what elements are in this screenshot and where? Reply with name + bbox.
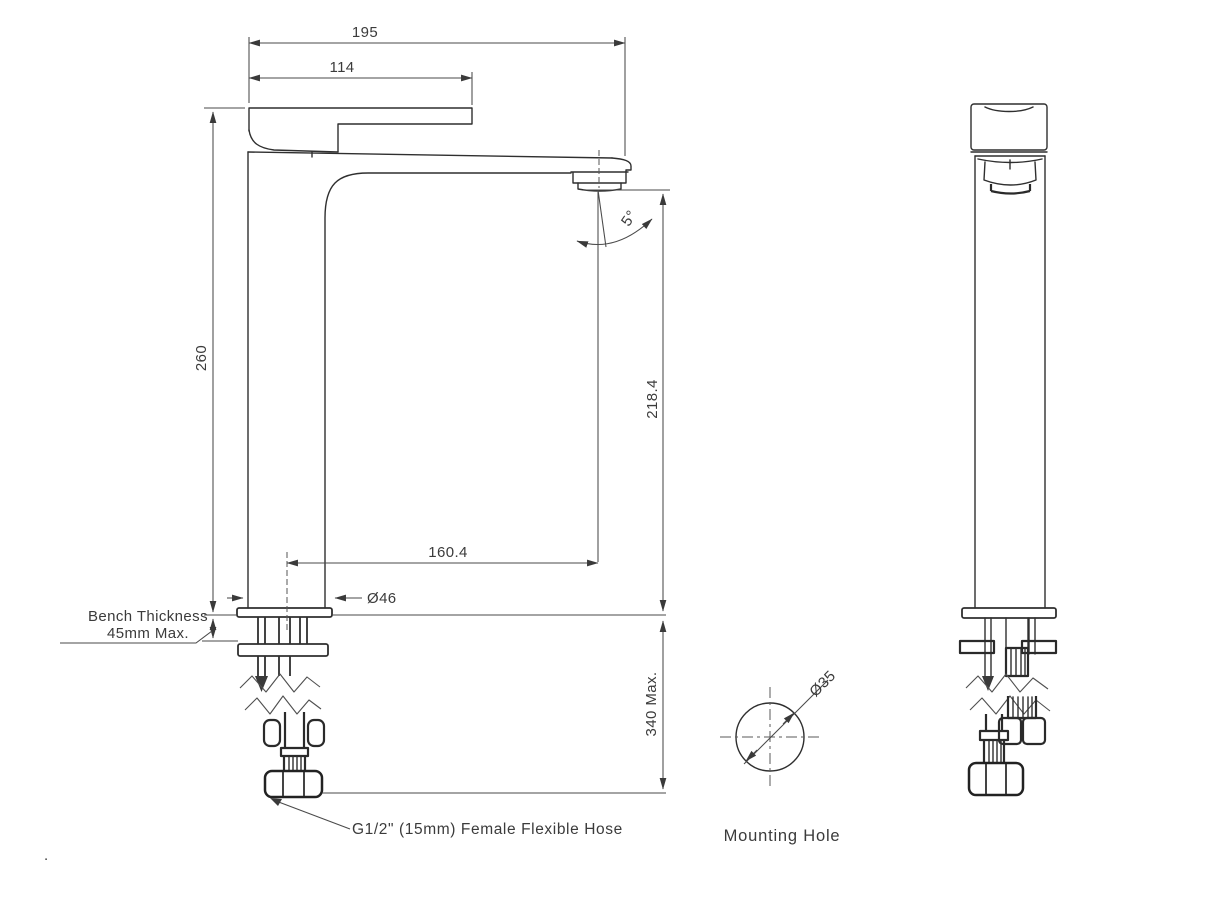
bench-note-line2: 45mm Max.	[107, 625, 189, 642]
side-shank-edges	[1005, 617, 1029, 649]
hose-hex-nut	[263, 769, 324, 799]
handle-chin-curve	[248, 129, 339, 153]
hose-lug-left	[262, 718, 282, 748]
hose-leader-line	[275, 800, 351, 830]
break-line-lower	[244, 695, 322, 715]
side-hose-pipe	[984, 714, 1004, 731]
diameter-arrow-upper	[782, 712, 795, 725]
side-stud-arrowhead	[982, 676, 994, 691]
dim-base-diameter: Ø46	[227, 590, 397, 607]
bench-leader-line	[60, 630, 213, 644]
side-aerator-lip	[989, 184, 1032, 195]
hose-hex-facets	[282, 772, 305, 796]
mounting-hole-view: Ø35 Mounting Hole	[720, 667, 840, 845]
side-hose-hex-facets	[985, 764, 1007, 794]
angle-reference-line	[597, 189, 607, 248]
hose-collar	[279, 746, 310, 758]
dim-below-bench-max: 340 Max.	[322, 620, 667, 794]
diameter-arrow-lower	[745, 749, 758, 762]
base-flange	[236, 607, 333, 618]
dim-value: 260	[193, 345, 210, 371]
dim-value: 160.4	[428, 544, 468, 561]
hose-leader-arrowhead	[270, 798, 282, 806]
side-hose-thread-lines	[1012, 696, 1033, 718]
hose-thread-edges	[282, 756, 307, 771]
dim-value: Ø46	[367, 590, 397, 607]
dim-spout-outlet-height: 218.4	[583, 189, 670, 612]
dim-spout-reach: 160.4	[286, 192, 599, 567]
side-break-line-upper	[965, 673, 1049, 693]
extension-lines	[248, 37, 626, 156]
body-top-line	[247, 151, 613, 159]
handle-lever-outline	[248, 107, 473, 153]
hose-thread-lines	[288, 756, 302, 771]
dim-handle-projection: 114	[248, 59, 473, 105]
mounting-hole-caption: Mounting Hole	[724, 827, 841, 845]
dim-value: 114	[329, 59, 354, 76]
dim-height-to-handle: 260	[193, 107, 245, 613]
side-stud-left	[984, 617, 992, 677]
side-washer-left	[958, 639, 996, 655]
side-aerator-cup	[983, 161, 1037, 186]
hose-pipe	[283, 712, 306, 748]
side-hose-thread-lines-lower	[988, 740, 1002, 763]
bench-note-line1: Bench Thickness	[88, 608, 208, 625]
side-base-flange	[961, 607, 1057, 619]
dim-value: 340 Max.	[643, 672, 660, 737]
break-line-upper	[239, 673, 321, 693]
mounting-studs	[257, 617, 308, 676]
hose-note-label: G1/2" (15mm) Female Flexible Hose	[352, 821, 623, 838]
dim-total-projection: 195	[248, 24, 626, 156]
stray-mark: .	[44, 847, 49, 864]
side-stud-right	[1028, 617, 1036, 655]
side-hose-thread-edges	[982, 740, 1006, 763]
side-shank-knurl-lines	[1010, 648, 1026, 676]
side-handle-cap	[970, 103, 1048, 151]
side-break-line-lower	[969, 695, 1051, 715]
spout-underside	[324, 172, 572, 609]
side-hose-nut-b	[1021, 716, 1047, 746]
dim-value: 5°	[618, 207, 641, 229]
mounting-hole-diameter: Ø35	[806, 667, 839, 700]
hose-lug-right	[306, 718, 326, 748]
dim-spout-angle: 5°	[576, 189, 653, 248]
side-shank-knurl	[1004, 646, 1030, 678]
side-handle-cap-notch	[984, 106, 1034, 113]
side-body-edges	[974, 155, 1046, 609]
bench-thickness-note: Bench Thickness 45mm Max.	[60, 608, 217, 644]
angle-arc	[576, 218, 653, 248]
dim-value: 218.4	[644, 379, 661, 419]
side-hose-hex-nut	[967, 761, 1025, 797]
side-hose-collar	[978, 729, 1010, 742]
stud-arrowhead	[255, 676, 268, 692]
dim-value: 195	[352, 24, 378, 41]
front-view: G1/2" (15mm) Female Flexible Hose 195 11…	[60, 24, 670, 838]
clamp-washer	[237, 643, 329, 657]
side-view	[958, 103, 1058, 797]
inlet-shank	[278, 617, 291, 676]
spout-tip	[611, 157, 632, 173]
